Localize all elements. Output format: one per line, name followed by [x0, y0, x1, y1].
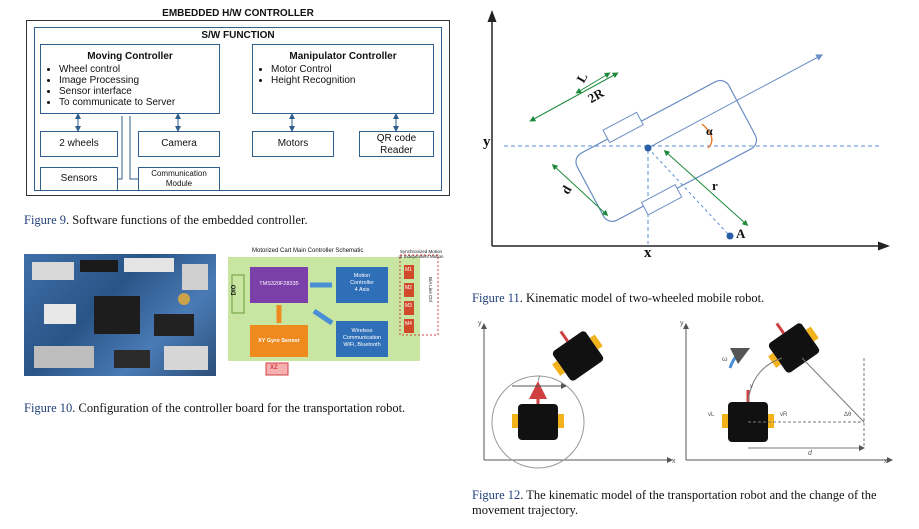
fig12-x2-label: x	[884, 458, 888, 465]
fig11-alpha-label: α	[706, 124, 713, 138]
dio-label: DIO	[231, 284, 238, 296]
fig11-caption-label: Figure 11	[472, 291, 520, 305]
fig12-diagram	[481, 322, 893, 469]
fig11-r-label: r	[712, 178, 718, 193]
fig11-x-label: x	[644, 245, 652, 261]
communication-module-box: Communication Module	[138, 167, 220, 191]
schematic-title: Motorized Cart Main Controller Schematic	[252, 248, 364, 254]
fig9-caption-label: Figure 9	[24, 213, 67, 227]
fig9-connectors	[75, 113, 399, 180]
fig10-caption: Figure 10. Configuration of the controll…	[24, 401, 454, 416]
moving-controller-title: Moving Controller	[87, 51, 173, 62]
fig12-vl-label: vL	[708, 412, 715, 418]
fig9-caption: Figure 9. Software functions of the embe…	[24, 213, 464, 228]
fig11-caption-text: . Kinematic model of two-wheeled mobile …	[519, 291, 765, 305]
fig11-y-label: y	[483, 134, 491, 150]
fig9-caption-text: . Software functions of the embedded con…	[66, 213, 308, 227]
fig12-l-label: l	[538, 376, 540, 383]
fig12-y2-label: y	[680, 320, 684, 327]
motion-line1: Motion	[353, 273, 371, 279]
list-item: Height Recognition	[271, 75, 433, 86]
sensors-box: Sensors	[40, 167, 118, 191]
motors-label: Motors	[277, 138, 309, 149]
fig12-y1-label: y	[478, 320, 482, 327]
can-label: B/A Line Ctrl	[428, 276, 434, 303]
comm-label-line2: Module	[165, 179, 193, 188]
wireless-line3: WiFi, Bluetooth	[343, 342, 381, 348]
fig10-caption-text: . Configuration of the controller board …	[72, 401, 406, 415]
sync-label: Synchronized Motion or Independent Motio…	[398, 249, 444, 259]
manipulator-controller-title: Manipulator Controller	[289, 51, 397, 62]
wireless-label: Wireless Communication WiFi, Bluetooth	[336, 328, 388, 349]
xz-label: XZ	[270, 365, 278, 371]
fig12-dtheta-label: Δθ	[844, 412, 852, 418]
controller-schematic: Motorized Cart Main Controller Schematic…	[222, 247, 444, 379]
motion-controller-label: Motion Controller 4 Axis	[336, 273, 388, 294]
fig11-A-label: A	[736, 226, 746, 241]
camera-label: Camera	[161, 138, 197, 149]
qr-label-line1: QR code	[376, 133, 417, 144]
fig12-omega-label: ω	[722, 356, 728, 363]
motion-line2: Controller	[350, 280, 374, 286]
motor-m4-label: M4	[405, 321, 412, 327]
fig9-outer-title: EMBEDDED H/W CONTROLLER	[162, 8, 314, 19]
wheels-label: 2 wheels	[59, 138, 99, 149]
fig12-caption-text: . The kinematic model of the transportat…	[472, 488, 877, 517]
mcu-label: TMS320F28335	[259, 281, 299, 287]
fig12-x1-label: x	[672, 458, 676, 465]
fig9-sw-title: S/W FUNCTION	[201, 30, 275, 41]
board-components	[32, 258, 208, 370]
camera-box: Camera	[138, 131, 220, 157]
list-item: Motor Control	[271, 64, 433, 75]
list-item: To communicate to Server	[59, 97, 219, 108]
fig12-caption-label: Figure 12	[472, 488, 521, 502]
qr-label-line2: Reader	[380, 145, 413, 156]
manipulator-controller-box: Manipulator Controller Motor Control Hei…	[252, 44, 434, 114]
motion-line3: 4 Axis	[354, 287, 370, 293]
motor-m1-label: M1	[405, 267, 412, 273]
comm-label-line1: Communication	[151, 169, 207, 178]
list-item: Image Processing	[59, 75, 219, 86]
list-item: Sensor interface	[59, 86, 219, 97]
gyro-label: XY Gyro Sensor	[258, 338, 300, 344]
motors-box: Motors	[252, 131, 334, 157]
wireless-line1: Wireless	[351, 328, 373, 334]
schematic-drawing	[228, 254, 439, 376]
moving-controller-list: Wheel control Image Processing Sensor in…	[41, 64, 219, 108]
fig12-d-label: d	[808, 450, 812, 457]
moving-controller-box: Moving Controller Wheel control Image Pr…	[40, 44, 220, 114]
fig10-caption-label: Figure 10	[24, 401, 73, 415]
controller-board-photo	[24, 254, 216, 376]
fig11-caption: Figure 11. Kinematic model of two-wheele…	[472, 291, 892, 306]
fig12-vr-label: vR	[780, 412, 788, 418]
sensors-label: Sensors	[60, 173, 98, 184]
wheels-box: 2 wheels	[40, 131, 118, 157]
manipulator-controller-list: Motor Control Height Recognition	[253, 64, 433, 86]
wireless-line2: Communication	[342, 335, 382, 341]
motor-m2-label: M2	[405, 285, 412, 291]
motor-m3-label: M3	[405, 303, 412, 309]
list-item: Wheel control	[59, 64, 219, 75]
fig12-caption: Figure 12. The kinematic model of the tr…	[472, 488, 902, 518]
fig12-v-label: v	[750, 384, 753, 390]
fig11-diagram	[487, 10, 890, 251]
